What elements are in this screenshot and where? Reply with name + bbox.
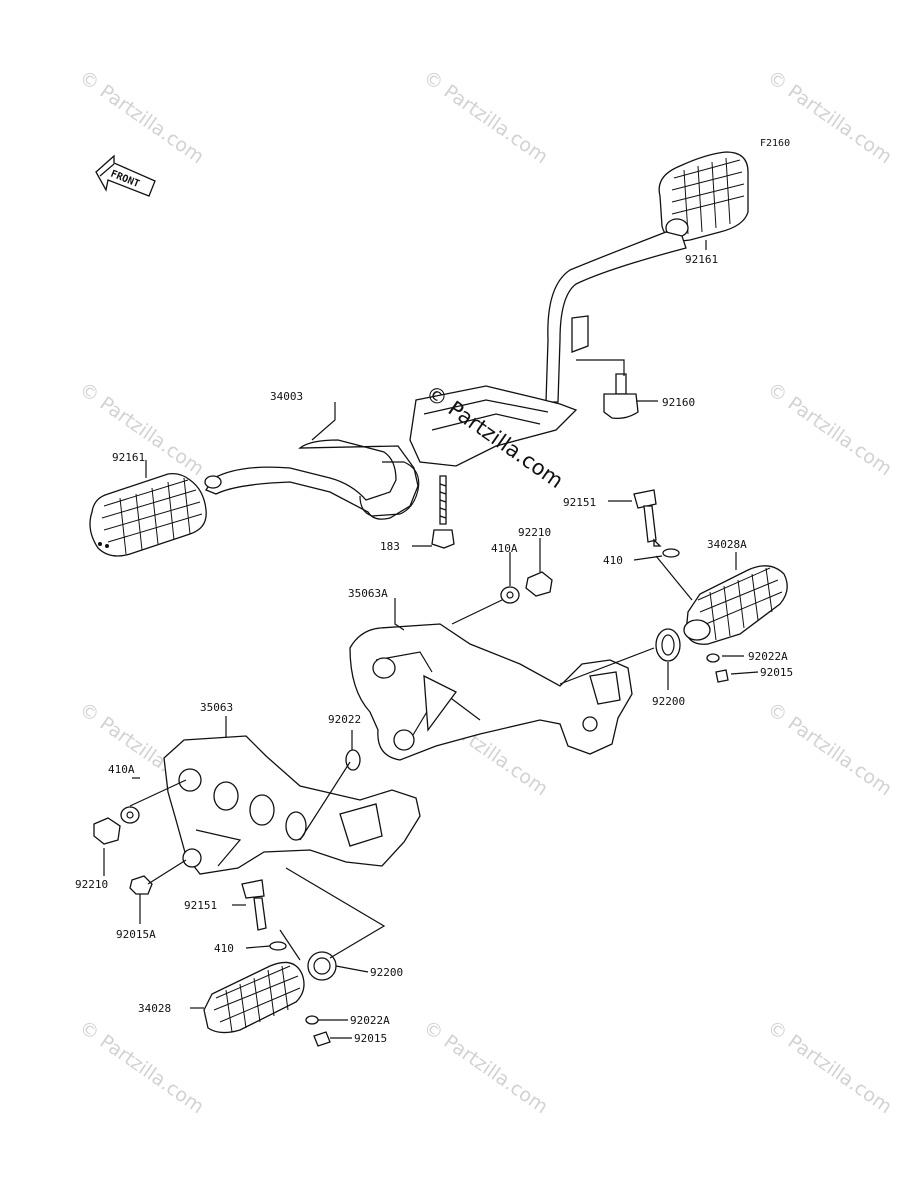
label-92022A-top[interactable]: 92022A xyxy=(748,650,788,663)
washer-410-top xyxy=(662,548,680,558)
pin-92022A-bottom xyxy=(305,1015,319,1025)
watermark: © Partzilla.com xyxy=(75,66,208,168)
label-34028A[interactable]: 34028A xyxy=(707,538,747,551)
label-410-top[interactable]: 410 xyxy=(603,554,623,567)
label-410-bottom[interactable]: 410 xyxy=(214,942,234,955)
watermark: © Partzilla.com xyxy=(75,1016,208,1118)
washer-410A-top xyxy=(500,586,520,604)
label-92200-bottom[interactable]: 92200 xyxy=(370,966,403,979)
footpeg-holder-35063 xyxy=(163,735,421,875)
damper-92160 xyxy=(576,359,639,420)
footpeg-rubber-left xyxy=(89,472,207,557)
watermark: © Partzilla.com xyxy=(75,378,208,480)
footpeg-34028 xyxy=(203,961,305,1034)
label-92161-left[interactable]: 92161 xyxy=(112,451,145,464)
footpeg-rubber-right-upper xyxy=(658,151,749,242)
label-410A-top[interactable]: 410A xyxy=(491,542,518,555)
label-92151-top[interactable]: 92151 xyxy=(563,496,596,509)
pin-92022A-top xyxy=(706,653,720,663)
bolt-92151-bottom xyxy=(241,879,267,931)
nut-92210-top xyxy=(525,571,553,597)
label-92015-bottom[interactable]: 92015 xyxy=(354,1032,387,1045)
nut-92015-bottom xyxy=(313,1031,331,1047)
washer-410-bottom xyxy=(269,941,287,951)
footpeg-holder-35063A xyxy=(349,623,633,761)
label-92022[interactable]: 92022 xyxy=(328,713,361,726)
diagram-code: F2160 xyxy=(760,138,790,149)
label-92161-top[interactable]: 92161 xyxy=(685,253,718,266)
front-arrow-icon: FRONT xyxy=(95,154,156,197)
watermark: © Partzilla.com xyxy=(763,1016,896,1118)
leader-lines xyxy=(103,240,759,1039)
washer-92200-top xyxy=(655,628,681,662)
bolt-183 xyxy=(431,475,455,549)
label-92210-left[interactable]: 92210 xyxy=(75,878,108,891)
label-92022A-bottom[interactable]: 92022A xyxy=(350,1014,390,1027)
nut-92015A xyxy=(129,875,153,895)
nut-92210-left xyxy=(93,817,121,845)
watermark: © Partzilla.com xyxy=(419,1016,552,1118)
nut-92015-top xyxy=(715,669,729,683)
washer-410A-left xyxy=(120,806,140,824)
label-92151-bottom[interactable]: 92151 xyxy=(184,899,217,912)
watermark: © Partzilla.com xyxy=(763,66,896,168)
label-35063[interactable]: 35063 xyxy=(200,701,233,714)
label-92015-top[interactable]: 92015 xyxy=(760,666,793,679)
label-92210-top[interactable]: 92210 xyxy=(518,526,551,539)
washer-92200-bottom xyxy=(307,951,337,981)
watermark: © Partzilla.com xyxy=(763,378,896,480)
label-34028[interactable]: 34028 xyxy=(138,1002,171,1015)
label-92200-top[interactable]: 92200 xyxy=(652,695,685,708)
bolt-92151-top xyxy=(633,489,662,547)
footpeg-bracket-bar xyxy=(204,231,687,520)
part-labels: 92161 92160 34003 92161 183 92151 410A 9… xyxy=(75,253,793,1045)
collar-92022 xyxy=(345,749,361,771)
watermark: © Partzilla.com xyxy=(763,698,896,800)
label-92015A[interactable]: 92015A xyxy=(116,928,156,941)
label-92160[interactable]: 92160 xyxy=(662,396,695,409)
label-183[interactable]: 183 xyxy=(380,540,400,553)
footpeg-34028A xyxy=(683,565,788,645)
label-410A-left[interactable]: 410A xyxy=(108,763,135,776)
label-34003[interactable]: 34003 xyxy=(270,390,303,403)
label-35063A[interactable]: 35063A xyxy=(348,587,388,600)
watermark: © Partzilla.com xyxy=(419,66,552,168)
